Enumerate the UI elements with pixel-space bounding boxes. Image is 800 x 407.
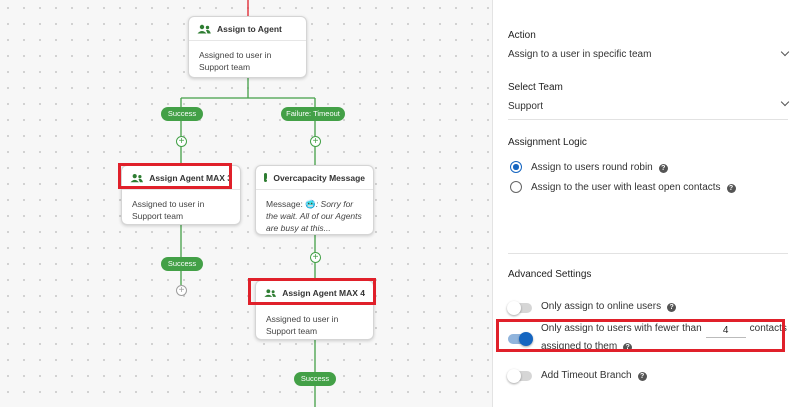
option-label-line2: assigned to them xyxy=(541,341,618,352)
option-label: Assign to users round robin xyxy=(531,162,653,173)
node-overcapacity-message[interactable]: Overcapacity Message Message: 🥶: Sorry f… xyxy=(255,165,374,235)
branch-label-success[interactable]: Success xyxy=(161,257,203,271)
users-icon xyxy=(264,288,277,297)
branch-label-success[interactable]: Success xyxy=(294,372,336,386)
node-body: Assigned to user in Support team xyxy=(199,50,272,72)
divider xyxy=(508,119,788,120)
message-prefix: Message: xyxy=(266,199,306,209)
users-icon xyxy=(130,173,143,182)
advanced-settings-label: Advanced Settings xyxy=(508,269,592,280)
node-header: Overcapacity Message xyxy=(256,166,373,190)
flow-canvas[interactable]: Assign to Agent Assigned to user in Supp… xyxy=(0,0,492,407)
help-icon[interactable]: ? xyxy=(658,164,668,173)
assignment-logic-label: Assignment Logic xyxy=(508,137,587,148)
online-users-option: Only assign to online users? xyxy=(541,301,677,312)
node-body: Message: 🥶: Sorry for the wait. All of o… xyxy=(256,190,373,242)
node-title: Assign Agent MAX 3 xyxy=(149,172,232,183)
node-body: Assigned to user in Support team xyxy=(266,314,339,336)
option-label: Add Timeout Branch xyxy=(541,370,632,381)
add-step-button[interactable]: + xyxy=(310,136,321,147)
node-assign-to-agent[interactable]: Assign to Agent Assigned to user in Supp… xyxy=(188,16,307,78)
add-step-button[interactable]: + xyxy=(176,136,187,147)
branch-label-success[interactable]: Success xyxy=(161,107,203,121)
action-select[interactable]: Assign to a user in specific team xyxy=(508,49,652,60)
node-header: Assign to Agent xyxy=(189,17,306,41)
help-icon[interactable]: ? xyxy=(623,343,633,352)
add-step-button[interactable]: + xyxy=(176,285,187,296)
max-contacts-input[interactable] xyxy=(705,324,746,338)
select-team-label: Select Team xyxy=(508,82,563,93)
chevron-down-icon[interactable] xyxy=(780,47,790,57)
radio-round-robin[interactable] xyxy=(510,161,522,173)
action-label: Action xyxy=(508,30,536,41)
node-body: Assigned to user in Support team xyxy=(132,199,205,221)
message-icon xyxy=(264,173,268,182)
option-label: Only assign to online users xyxy=(541,301,662,312)
help-icon[interactable]: ? xyxy=(667,303,677,312)
option-label-suffix: contacts xyxy=(749,323,787,334)
node-assign-agent-max-4[interactable]: Assign Agent MAX 4 Assigned to user in S… xyxy=(255,280,374,340)
node-title: Overcapacity Message xyxy=(273,172,365,183)
option-label: Only assign to users with fewer than xyxy=(541,323,702,334)
node-title: Assign to Agent xyxy=(217,23,282,34)
message-emoji: 🥶 xyxy=(305,199,316,209)
timeout-branch-option: Add Timeout Branch? xyxy=(541,370,647,381)
add-step-button[interactable]: + xyxy=(310,252,321,263)
online-users-toggle[interactable] xyxy=(507,301,532,315)
node-header: Assign Agent MAX 4 xyxy=(256,281,373,305)
option-label: Assign to the user with least open conta… xyxy=(531,182,721,193)
message-text: : Sorry for the wait. All of our Agents … xyxy=(266,199,362,233)
chevron-down-icon[interactable] xyxy=(780,97,790,107)
divider xyxy=(508,253,788,254)
help-icon[interactable]: ? xyxy=(637,372,647,381)
node-header: Assign Agent MAX 3 xyxy=(122,166,240,190)
node-assign-agent-max-3[interactable]: Assign Agent MAX 3 Assigned to user in S… xyxy=(121,165,241,225)
option-least-open-contacts[interactable]: Assign to the user with least open conta… xyxy=(531,182,736,193)
branch-label-failure-timeout[interactable]: Failure: Timeout xyxy=(281,107,345,121)
timeout-branch-toggle[interactable] xyxy=(507,369,532,383)
radio-least-open-contacts[interactable] xyxy=(510,181,522,193)
node-title: Assign Agent MAX 4 xyxy=(282,287,365,298)
team-select[interactable]: Support xyxy=(508,101,544,112)
fewer-contacts-toggle[interactable] xyxy=(508,332,533,346)
help-icon[interactable]: ? xyxy=(726,184,736,193)
option-round-robin[interactable]: Assign to users round robin? xyxy=(531,162,668,173)
fewer-contacts-option: Only assign to users with fewer than cont… xyxy=(541,320,787,355)
users-icon xyxy=(197,24,211,33)
settings-panel: Action Assign to a user in specific team… xyxy=(492,0,800,407)
